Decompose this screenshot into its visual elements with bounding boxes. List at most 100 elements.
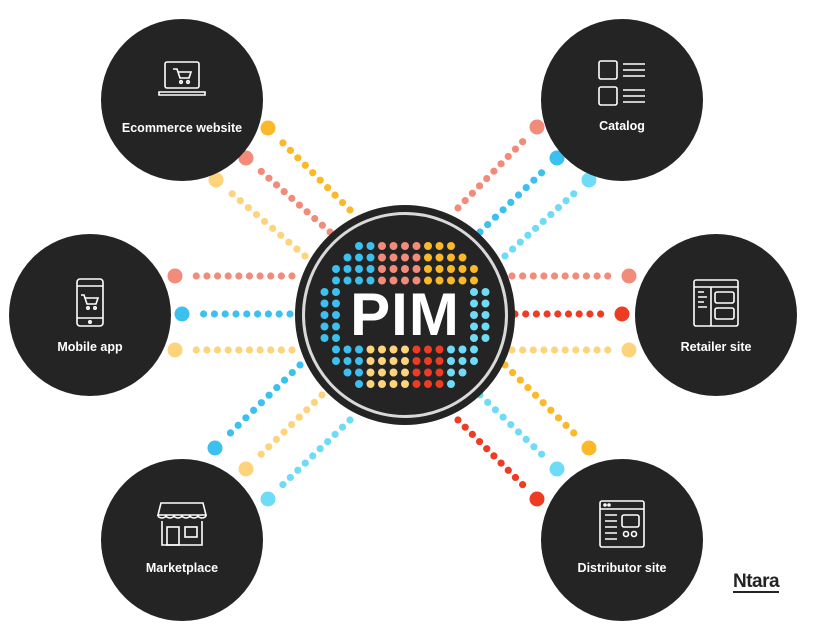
hub-dot — [401, 265, 409, 273]
connector-dot — [316, 445, 324, 453]
connector-dot — [235, 346, 243, 354]
connector-dot — [532, 310, 541, 318]
hub-dot — [412, 276, 421, 285]
connector-dot — [273, 384, 281, 392]
hub-dot — [435, 345, 444, 354]
hub-dot — [470, 311, 478, 319]
hub-dot — [470, 265, 478, 273]
connector-dot — [509, 245, 517, 253]
hub-dot — [401, 242, 409, 250]
connector-dot — [338, 423, 347, 431]
connector-dot — [570, 190, 578, 198]
hub-dot — [458, 368, 467, 377]
hub-dot — [424, 242, 432, 250]
connector-dot — [256, 272, 264, 280]
connector-dot — [264, 310, 272, 318]
connector-dot — [511, 145, 520, 153]
connector-dot — [267, 346, 275, 354]
hub-dot — [343, 276, 352, 285]
hub-dot — [435, 242, 444, 250]
hub-dot — [355, 345, 363, 354]
connector-dot — [468, 189, 476, 197]
connector-dot — [516, 376, 524, 384]
hub-dot — [470, 345, 478, 354]
hub-dot — [320, 288, 329, 296]
hub-dot — [401, 380, 409, 388]
connector-end-dot — [549, 150, 565, 166]
connector-dot — [484, 398, 492, 406]
connector-dot — [507, 421, 515, 429]
hub-dot — [332, 334, 340, 342]
hub-dot — [366, 380, 375, 388]
hub-dot — [470, 299, 478, 308]
connector-dot — [490, 167, 498, 175]
hub-dot — [378, 242, 386, 250]
hub-dot — [424, 276, 432, 285]
connector-dot — [277, 272, 285, 280]
connector-dot — [522, 184, 530, 192]
hub-dot — [389, 276, 398, 285]
hub-dot — [378, 265, 386, 273]
connector-dot — [497, 459, 505, 467]
connector-dot — [514, 191, 523, 199]
connector-dot — [210, 310, 218, 318]
hub-dot — [470, 288, 478, 296]
connector-end-dot — [621, 268, 637, 284]
connector-end-dot — [260, 120, 276, 136]
hub-dot — [424, 368, 432, 377]
hub-dot — [401, 357, 409, 365]
hub-dot — [412, 265, 421, 273]
hub-dot — [458, 276, 467, 285]
connector-dot — [213, 346, 222, 354]
connector-dot — [301, 459, 309, 467]
connector-dot — [243, 310, 251, 318]
node-label: Mobile app — [57, 340, 123, 354]
connector-dot — [508, 272, 516, 280]
connector-dot — [461, 423, 469, 431]
node-catalog: Catalog — [541, 19, 703, 181]
connector-dot — [564, 310, 573, 318]
hub-dot — [366, 368, 375, 377]
connector-dot — [554, 310, 562, 318]
connector-dot — [538, 169, 546, 177]
connector-dot — [294, 154, 302, 162]
connector-dot — [483, 174, 491, 183]
connector-dot — [265, 443, 273, 451]
hub-dot — [447, 357, 455, 365]
connector-dot — [522, 310, 530, 318]
hub-dot — [447, 265, 455, 273]
connector-dot — [277, 346, 285, 354]
hub-dot — [447, 276, 455, 285]
connector-dot — [499, 206, 507, 214]
connector-dot — [519, 138, 527, 146]
connector-dot — [200, 310, 208, 318]
hub-dot — [355, 242, 363, 250]
hub-dot — [470, 276, 478, 285]
hub-dot — [389, 253, 398, 262]
connector-dot — [529, 272, 537, 280]
hub-dot — [332, 288, 340, 296]
connector-dot — [318, 391, 326, 399]
connector-dot — [504, 466, 512, 474]
hub-dot — [366, 276, 375, 285]
hub-dot — [332, 345, 340, 354]
hub-dot — [481, 288, 490, 296]
hub-dot — [366, 345, 375, 354]
connector-dot — [540, 272, 548, 280]
connector-dot — [254, 310, 262, 318]
hub-dot — [332, 357, 340, 365]
connector-dot — [539, 399, 547, 407]
connector-end-dot — [238, 461, 254, 477]
hub-dot — [412, 345, 421, 354]
connector-dot — [562, 421, 570, 429]
connector-dot — [221, 310, 229, 318]
connector-dot — [272, 181, 281, 189]
hub-dot — [389, 345, 398, 354]
connector-dot — [293, 245, 301, 253]
connector-dot — [519, 272, 527, 280]
connector-dot — [242, 414, 250, 422]
node-label: Marketplace — [145, 561, 219, 575]
connector-dot — [508, 346, 516, 354]
node-retailer-site: Retailer site — [635, 234, 797, 396]
hub-dot — [355, 253, 363, 262]
